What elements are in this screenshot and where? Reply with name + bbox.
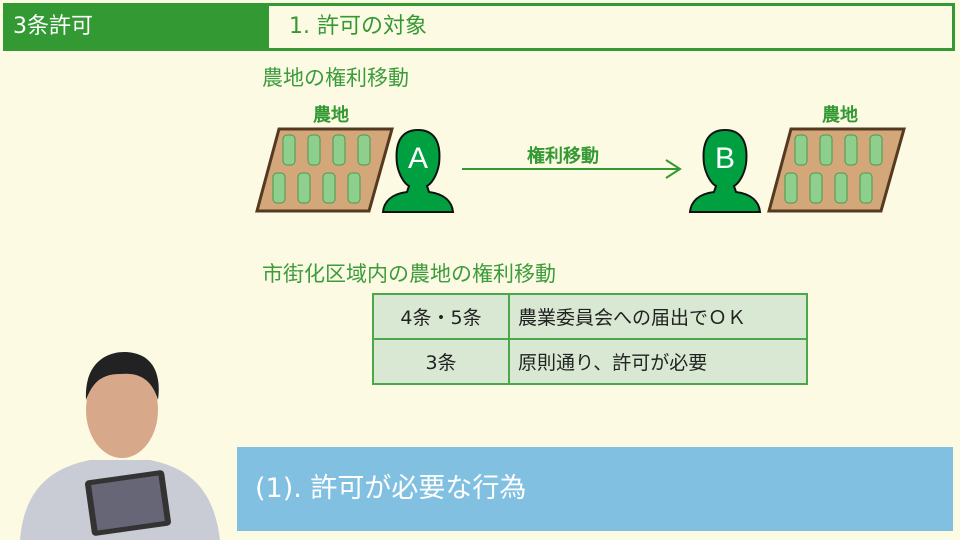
article-cell: 3条 bbox=[372, 338, 510, 385]
farmland-right-icon bbox=[767, 127, 906, 213]
person-a-label: A bbox=[408, 142, 428, 175]
person-a-icon: A bbox=[381, 128, 455, 213]
section-title: 3条許可 bbox=[3, 3, 269, 51]
field-label-right: 農地 bbox=[822, 105, 858, 126]
arrow-right-icon bbox=[462, 159, 682, 179]
person-b-label: B bbox=[715, 142, 735, 175]
section-banner: (1). 許可が必要な行為 bbox=[237, 447, 953, 531]
urban-title: 市街化区域内の農地の権利移動 bbox=[262, 262, 556, 286]
rule-cell: 農業委員会への届出でＯＫ bbox=[508, 293, 808, 340]
field-label-left: 農地 bbox=[313, 105, 349, 126]
arrow-label: 権利移動 bbox=[527, 146, 599, 167]
rules-table: 4条・5条 農業委員会への届出でＯＫ 3条 原則通り、許可が必要 bbox=[372, 293, 808, 385]
presenter-video bbox=[0, 340, 236, 540]
person-b-icon: B bbox=[688, 128, 762, 213]
topic-title: 1. 許可の対象 bbox=[269, 3, 955, 51]
table-row: 4条・5条 農業委員会への届出でＯＫ bbox=[372, 293, 808, 340]
farmland-left-icon bbox=[255, 127, 394, 213]
rule-cell: 原則通り、許可が必要 bbox=[508, 338, 808, 385]
diagram-title: 農地の権利移動 bbox=[262, 66, 409, 90]
table-row: 3条 原則通り、許可が必要 bbox=[372, 338, 808, 385]
article-cell: 4条・5条 bbox=[372, 293, 510, 340]
